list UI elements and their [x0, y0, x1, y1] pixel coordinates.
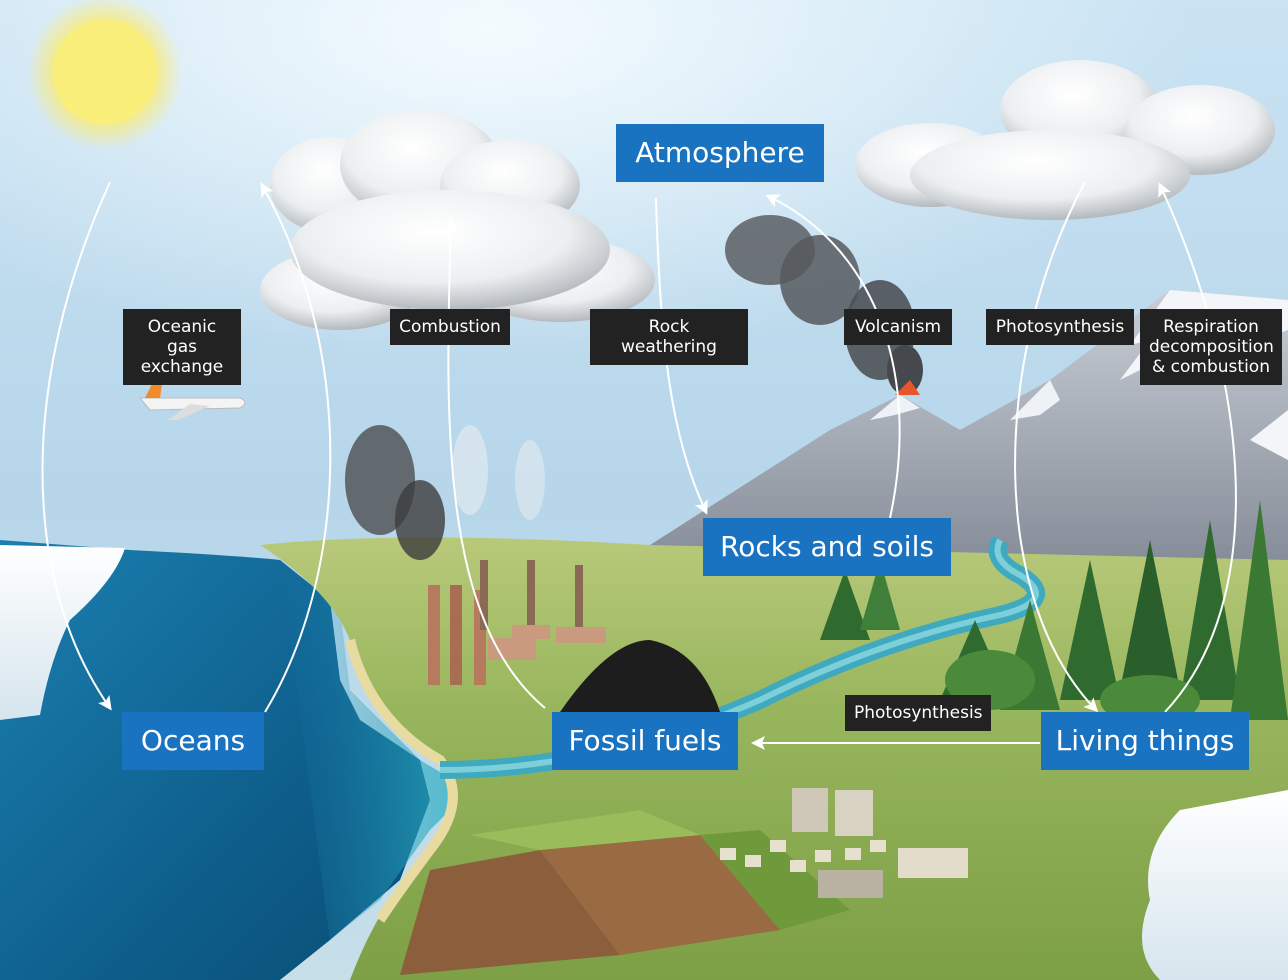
- ice-left: [0, 545, 125, 720]
- airplane: [138, 384, 246, 420]
- power-plant: [345, 425, 606, 685]
- lava: [895, 380, 920, 395]
- beach: [345, 638, 458, 923]
- arrow-atmosphere-to-living-things: [1014, 181, 1099, 713]
- label-volcanism: Volcanism: [844, 309, 952, 345]
- node-atmosphere: Atmosphere: [616, 124, 824, 182]
- label-photosynthesis-upper: Photosynthesis: [986, 309, 1134, 345]
- label-combustion: Combustion: [390, 309, 510, 345]
- node-fossil-fuels: Fossil fuels: [552, 712, 738, 770]
- cloud-right: [855, 60, 1275, 220]
- label-rock-weathering: Rock weathering: [590, 309, 748, 365]
- town: [720, 788, 968, 898]
- label-respiration-decomposition-combustion: Respiration decomposition & combustion: [1140, 309, 1282, 385]
- arrow-living-things-to-atmosphere: [1158, 182, 1237, 713]
- arrow-atmosphere-to-oceans: [41, 181, 112, 711]
- coal-pile: [560, 640, 720, 712]
- label-photosynthesis-lower: Photosynthesis: [845, 695, 991, 731]
- node-living-things: Living things: [1041, 712, 1249, 770]
- arrow-oceans-to-atmosphere: [260, 182, 332, 713]
- node-oceans: Oceans: [122, 712, 264, 770]
- cloud-left: [260, 110, 655, 330]
- arrow-fossil-fuels-to-atmosphere: [443, 219, 546, 709]
- farm-fields: [400, 810, 850, 975]
- label-oceanic-gas-exchange: Oceanic gas exchange: [123, 309, 241, 385]
- arrow-atmosphere-to-rocks: [655, 197, 708, 515]
- node-rocks-and-soils: Rocks and soils: [703, 518, 951, 576]
- ice-right: [1142, 790, 1288, 980]
